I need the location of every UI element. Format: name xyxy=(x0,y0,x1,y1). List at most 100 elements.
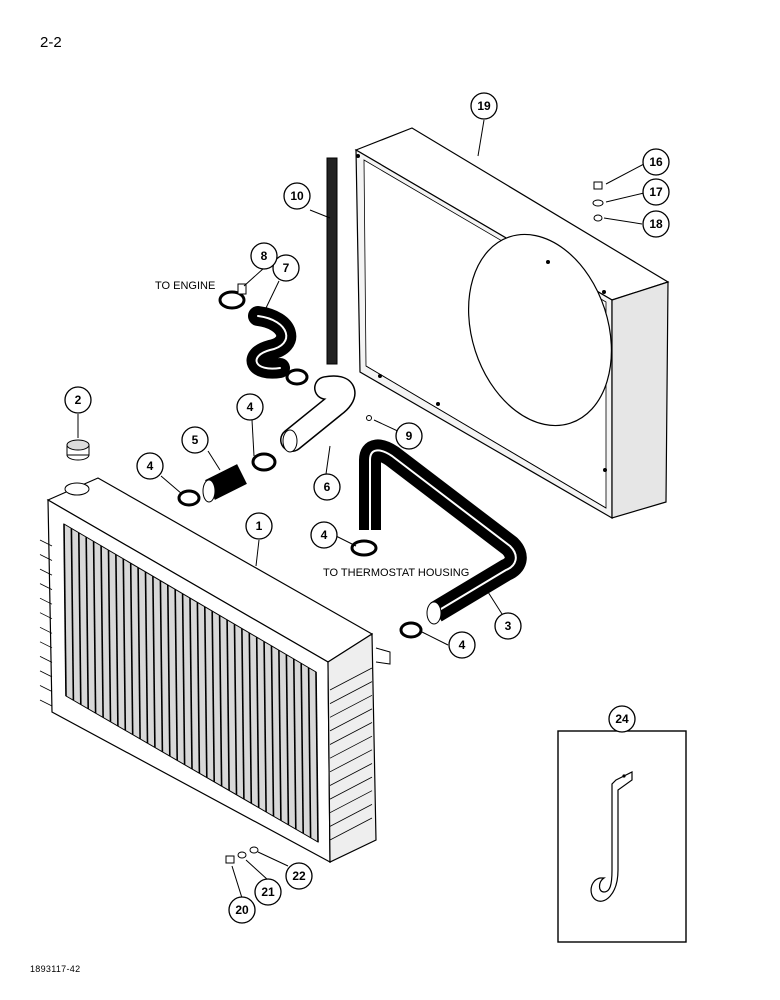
radiator xyxy=(39,477,391,864)
callout-9: 9 xyxy=(395,422,423,450)
shroud-hardware xyxy=(592,181,604,222)
radiator-fin xyxy=(167,584,171,757)
note-to-engine: TO ENGINE xyxy=(155,280,215,292)
tank-ridge xyxy=(329,749,373,773)
radiator-fin xyxy=(63,523,67,697)
svg-text:24: 24 xyxy=(615,712,629,726)
radiator-fin xyxy=(85,537,89,709)
tank-ridge xyxy=(329,763,373,786)
radiator-hardware xyxy=(225,846,259,864)
svg-text:4: 4 xyxy=(321,528,328,542)
callout-19: 19 xyxy=(470,92,498,120)
radiator-fin xyxy=(278,650,282,821)
tank-ridge xyxy=(329,722,373,745)
svg-text:17: 17 xyxy=(649,185,663,199)
tank-ridge xyxy=(329,667,373,691)
figure-code: 1893117-42 xyxy=(30,964,81,974)
callout-2: 2 xyxy=(64,386,92,414)
seal-strip xyxy=(326,157,338,365)
svg-text:20: 20 xyxy=(235,903,249,917)
radiator-fin xyxy=(144,571,149,744)
callout-5: 5 xyxy=(181,426,209,454)
callout-8: 8 xyxy=(250,242,278,270)
fan-shroud xyxy=(354,127,670,520)
svg-text:18: 18 xyxy=(649,217,663,231)
tank-ridge xyxy=(329,681,373,704)
radiator-fin xyxy=(218,615,223,787)
radiator-fin xyxy=(241,628,245,800)
radiator-fin xyxy=(78,532,82,705)
hose-clamp-4-upper xyxy=(285,368,309,386)
tank-ridge xyxy=(39,554,53,561)
hose-clamp-8 xyxy=(218,283,247,310)
tank-ridge xyxy=(329,817,373,841)
svg-text:4: 4 xyxy=(147,459,154,473)
radiator-fin xyxy=(307,667,312,838)
svg-text:1: 1 xyxy=(256,519,263,533)
hose-clamp-4-lower xyxy=(399,621,423,639)
radiator-fin xyxy=(300,663,304,834)
note-to-thermostat: TO THERMOSTAT HOUSING xyxy=(323,567,469,579)
svg-text:19: 19 xyxy=(477,99,491,113)
svg-text:4: 4 xyxy=(247,400,254,414)
radiator-fin xyxy=(196,602,201,774)
radiator-fin xyxy=(159,580,164,752)
tank-ridge xyxy=(329,790,373,814)
svg-text:8: 8 xyxy=(261,249,268,263)
tank-ridge xyxy=(329,694,373,718)
tank-ridge xyxy=(329,804,373,827)
radiator-fin xyxy=(189,597,193,770)
callout-21: 21 xyxy=(254,878,282,906)
svg-text:10: 10 xyxy=(290,189,304,203)
hose-clamp-4-middle xyxy=(251,452,277,472)
svg-text:6: 6 xyxy=(324,480,331,494)
page-number: 2-2 xyxy=(40,34,62,51)
callout-20: 20 xyxy=(228,896,256,924)
callout-10: 10 xyxy=(283,182,311,210)
svg-text:21: 21 xyxy=(261,885,275,899)
tank-ridge xyxy=(39,699,53,707)
radiator-fin xyxy=(174,589,178,761)
callout-24: 24 xyxy=(608,705,636,733)
radiator-fin xyxy=(211,611,215,782)
tank-ridge xyxy=(39,539,53,547)
svg-text:3: 3 xyxy=(505,619,512,633)
svg-text:16: 16 xyxy=(649,155,663,169)
svg-text:22: 22 xyxy=(292,869,306,883)
radiator-fin xyxy=(255,637,260,808)
radiator-fin xyxy=(107,550,112,722)
short-hose xyxy=(205,464,247,500)
radiator-fin xyxy=(100,545,104,718)
lower-hose xyxy=(359,439,527,622)
radiator-fin xyxy=(270,645,275,817)
callout-1: 1 xyxy=(245,512,273,540)
hose-clamp-4-left xyxy=(177,489,201,507)
callout-4-left: 4 xyxy=(136,452,164,480)
radiator-cap xyxy=(66,439,90,461)
tank-ridge xyxy=(39,568,53,576)
radiator-fin xyxy=(181,593,186,765)
callout-4-upper: 4 xyxy=(236,393,264,421)
svg-text:5: 5 xyxy=(192,433,199,447)
tank-ridge xyxy=(39,685,53,692)
tank-ridge xyxy=(329,735,373,759)
tank-ridge xyxy=(39,583,53,590)
callout-17: 17 xyxy=(642,178,670,206)
radiator-fin xyxy=(129,563,134,735)
svg-text:7: 7 xyxy=(283,261,290,275)
svg-text:9: 9 xyxy=(406,429,413,443)
radiator-fin xyxy=(248,632,253,804)
radiator-fin xyxy=(226,619,230,791)
radiator-fin xyxy=(70,528,75,701)
tank-ridge xyxy=(39,626,53,634)
radiator-fin xyxy=(285,654,290,825)
upper-hose xyxy=(246,306,297,379)
callout-4-lower: 4 xyxy=(448,631,476,659)
radiator-fin xyxy=(137,567,141,739)
hose-clamp-4-thermostat xyxy=(350,539,378,557)
callout-16: 16 xyxy=(642,148,670,176)
radiator-fin xyxy=(115,554,119,727)
radiator-fin xyxy=(152,576,156,748)
tank-ridge xyxy=(329,776,373,800)
